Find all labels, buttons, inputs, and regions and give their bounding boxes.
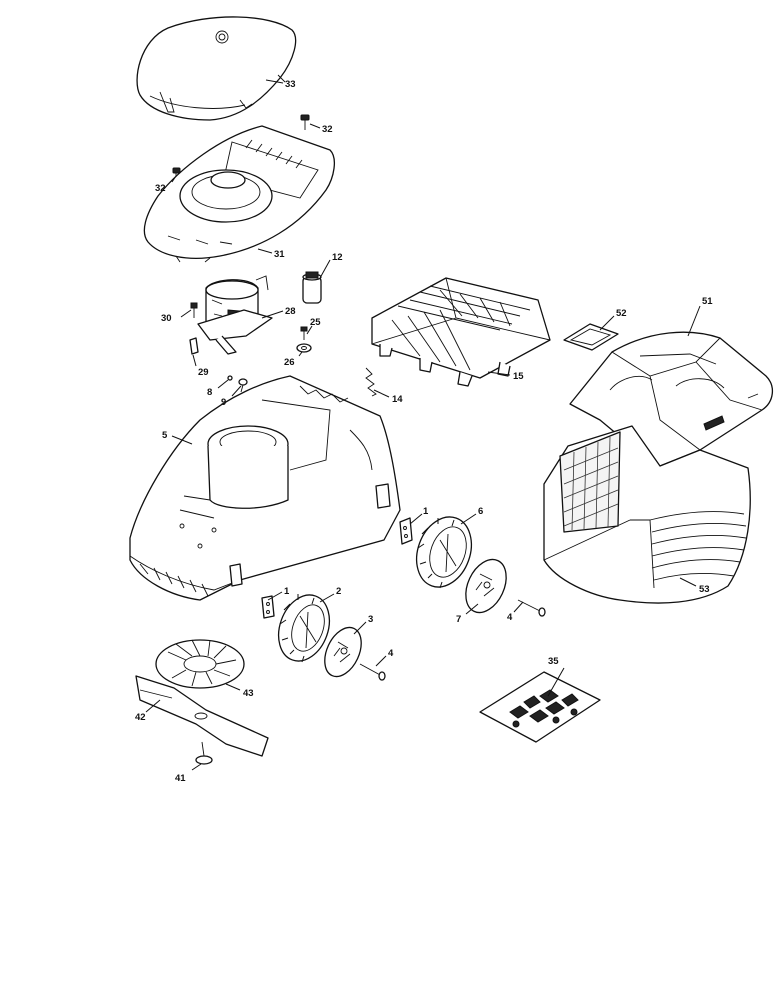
label-2: 2 bbox=[336, 586, 341, 597]
cable-clip-part-29[interactable] bbox=[189, 337, 199, 355]
label-1-right: 1 bbox=[423, 506, 429, 517]
mower-deck-part-5[interactable] bbox=[129, 375, 401, 601]
rear-wheel-part-6[interactable] bbox=[407, 509, 480, 594]
label-3: 3 bbox=[368, 614, 373, 625]
motor-cover-part-31[interactable] bbox=[143, 125, 336, 263]
label-35: 35 bbox=[548, 656, 559, 667]
motor-part-28[interactable] bbox=[197, 275, 273, 355]
screw-part-30[interactable] bbox=[190, 302, 198, 318]
label-43: 43 bbox=[243, 688, 254, 699]
label-26: 26 bbox=[284, 357, 295, 368]
height-bracket-part-1-right[interactable] bbox=[399, 517, 413, 545]
spring-part-14[interactable] bbox=[365, 367, 377, 397]
hardware-kit-part-35[interactable] bbox=[479, 671, 601, 743]
part-number-labels: 33 32 32 31 12 30 28 25 26 29 8 9 14 15 … bbox=[135, 79, 713, 784]
label-41: 41 bbox=[175, 773, 186, 784]
label-29: 29 bbox=[198, 367, 209, 378]
leader-lines bbox=[145, 79, 701, 771]
screw-part-32-top[interactable] bbox=[300, 114, 310, 130]
top-cover-part-33[interactable] bbox=[136, 16, 297, 121]
label-33: 33 bbox=[285, 79, 296, 90]
label-25: 25 bbox=[310, 317, 321, 328]
label-32-side: 32 bbox=[155, 183, 166, 194]
capacitor-part-12[interactable] bbox=[302, 271, 322, 304]
blade-bolt-part-41[interactable] bbox=[195, 741, 213, 765]
label-52: 52 bbox=[616, 308, 627, 319]
label-32-top: 32 bbox=[322, 124, 333, 135]
key-part-9[interactable] bbox=[238, 378, 248, 393]
front-wheel-part-2[interactable] bbox=[270, 588, 338, 668]
rear-hubcap-part-7[interactable] bbox=[458, 553, 514, 619]
front-hubcap-part-3[interactable] bbox=[318, 622, 369, 683]
washer-part-26[interactable] bbox=[296, 343, 312, 353]
label-9: 9 bbox=[221, 397, 226, 408]
axle-bolt-part-4-front[interactable] bbox=[359, 663, 386, 681]
label-53: 53 bbox=[699, 584, 710, 595]
grassbag-part-53[interactable] bbox=[543, 425, 751, 604]
axle-bolt-part-4-rear[interactable] bbox=[517, 599, 546, 617]
label-4-front: 4 bbox=[388, 648, 394, 659]
label-42: 42 bbox=[135, 712, 146, 723]
label-15: 15 bbox=[513, 371, 524, 382]
label-4-rear: 4 bbox=[507, 612, 513, 623]
label-6: 6 bbox=[478, 506, 483, 517]
label-14: 14 bbox=[392, 394, 403, 405]
label-51: 51 bbox=[702, 296, 713, 307]
label-plate-part-52[interactable] bbox=[563, 323, 619, 351]
screw-part-25[interactable] bbox=[300, 326, 308, 340]
height-bracket-part-1-left[interactable] bbox=[261, 595, 275, 619]
label-28: 28 bbox=[285, 306, 296, 317]
blade-part-42[interactable] bbox=[135, 675, 269, 757]
label-8: 8 bbox=[207, 387, 212, 398]
label-5: 5 bbox=[162, 430, 168, 441]
label-1-left: 1 bbox=[284, 586, 290, 597]
label-7: 7 bbox=[456, 614, 461, 625]
label-30: 30 bbox=[161, 313, 172, 324]
label-12: 12 bbox=[332, 252, 343, 263]
screw-part-32-side[interactable] bbox=[172, 167, 181, 184]
fan-part-43[interactable] bbox=[155, 639, 245, 689]
label-31: 31 bbox=[274, 249, 285, 260]
rear-flap-part-15[interactable] bbox=[371, 277, 551, 387]
pin-part-8[interactable] bbox=[227, 375, 233, 381]
